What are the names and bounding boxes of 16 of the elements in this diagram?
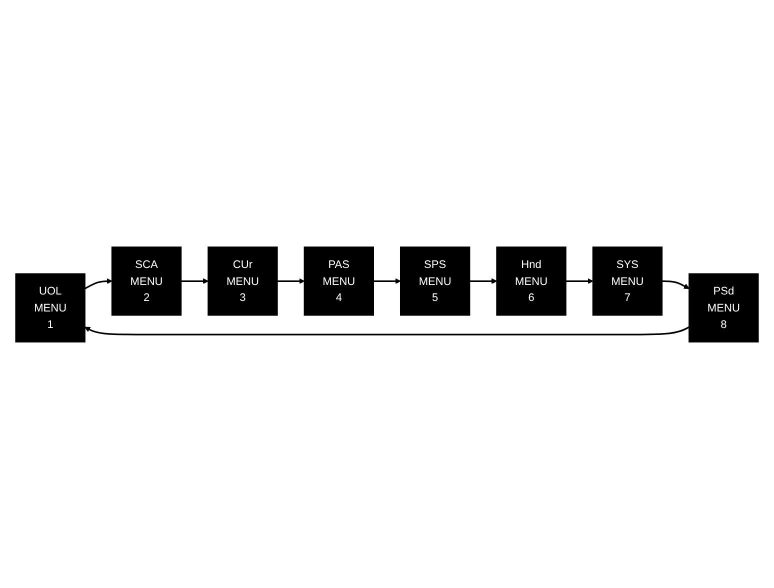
node-box: PSd MENU 8 — [688, 272, 759, 342]
arrow — [84, 278, 112, 289]
arrow — [180, 278, 209, 284]
arrow — [662, 280, 690, 288]
node-box: PAS MENU 4 — [304, 246, 374, 316]
node-box: UOL MENU 1 — [15, 272, 86, 342]
arrow — [470, 278, 498, 284]
node-box: SCA MENU 2 — [111, 246, 182, 316]
arrow — [84, 326, 690, 335]
node-box: SPS MENU 5 — [400, 246, 470, 316]
node-box: CUr MENU 3 — [208, 246, 278, 316]
arrow — [277, 278, 305, 284]
node-box: Hnd MENU 6 — [496, 246, 566, 316]
arrow — [566, 278, 594, 284]
arrow — [373, 278, 401, 284]
node-box: SYS MENU 7 — [592, 246, 663, 316]
